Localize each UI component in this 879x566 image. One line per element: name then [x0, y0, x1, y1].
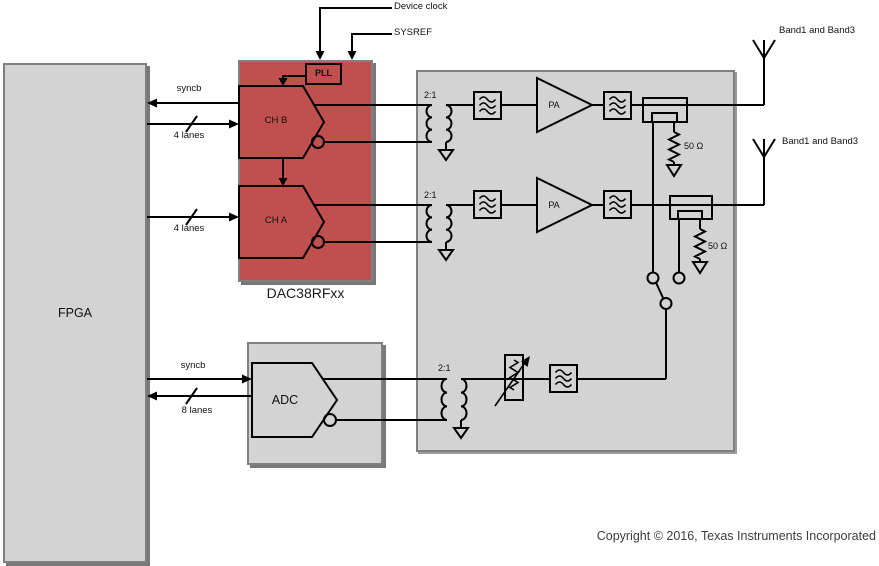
- pa-b-label: PA: [548, 100, 560, 110]
- antenna-a: [752, 138, 776, 205]
- adc-lanes-arrow: [147, 387, 252, 405]
- copyright-text: Copyright © 2016, Texas Instruments Inco…: [596, 529, 876, 543]
- filter-fb-icon: [549, 364, 578, 393]
- sysref-label: SYSREF: [394, 27, 433, 38]
- fpga-block: [3, 63, 147, 563]
- dac-part-label: DAC38RFxx: [266, 285, 345, 301]
- antenna-b-label: Band1 and Band3: [779, 25, 856, 36]
- adc-inverted-input-bubble: [323, 413, 337, 427]
- pll-label: PLL: [315, 68, 332, 78]
- rf-frontend-block: [416, 70, 735, 452]
- antenna-a-label: Band1 and Band3: [782, 136, 859, 147]
- chb-to-cha-arrow: [278, 158, 288, 186]
- ground-balun-a: [437, 249, 455, 262]
- pa-a-symbol: [536, 176, 595, 234]
- antenna-b: [752, 39, 776, 105]
- balun-b-ratio-label: 2:1: [424, 90, 437, 100]
- adc-block: [251, 362, 339, 438]
- ground-balun-b: [437, 149, 455, 162]
- dac-block: [238, 60, 373, 282]
- filter-a2-icon: [603, 190, 632, 219]
- balun-a: [425, 204, 474, 262]
- ground-load-a: [691, 261, 709, 275]
- load-a-label: 50 Ω: [708, 241, 728, 251]
- ground-load-b: [665, 164, 683, 178]
- filter-a1-icon: [473, 190, 502, 219]
- load-resistor-b: [665, 122, 683, 178]
- ch-a-lanes-label: 4 lanes: [173, 223, 205, 234]
- ch-b-lanes-arrow: [147, 115, 239, 133]
- filter-b1-icon: [473, 91, 502, 120]
- cha-inverted-output-bubble: [311, 235, 325, 249]
- balun-b: [425, 104, 474, 162]
- adc-label: ADC: [271, 393, 299, 407]
- pa-b-symbol: [536, 76, 595, 134]
- dac-chb-output-lines: [314, 104, 432, 143]
- balun-a-ratio-label: 2:1: [424, 190, 437, 200]
- pll-to-chb-arrow: [278, 75, 306, 86]
- adc-lanes-label: 8 lanes: [181, 405, 213, 416]
- coupler-a: [669, 195, 713, 273]
- dac-cha-output-lines: [314, 204, 432, 243]
- ch-a-lanes-arrow: [147, 208, 239, 226]
- rf-switch: [646, 271, 686, 379]
- pll-box: [305, 63, 342, 85]
- coupler-b: [642, 97, 688, 273]
- syncb-adc-label: syncb: [180, 360, 206, 371]
- syncb-adc-arrow: [147, 374, 252, 384]
- syncb-dac-arrow: [147, 98, 239, 108]
- device-clock-label: Device clock: [394, 1, 448, 12]
- syncb-dac-label: syncb: [176, 83, 202, 94]
- device-clock-arrow: [315, 7, 392, 60]
- ch-b-lanes-label: 4 lanes: [173, 130, 205, 141]
- variable-attenuator: [494, 354, 530, 407]
- adc-input-lines: [323, 378, 447, 421]
- ch-a-label: CH A: [264, 215, 288, 226]
- load-b-label: 50 Ω: [684, 141, 704, 151]
- fpga-label: FPGA: [57, 306, 93, 320]
- balun-fb-ratio-label: 2:1: [438, 363, 451, 373]
- chb-inverted-output-bubble: [311, 135, 325, 149]
- balun-fb: [440, 378, 470, 440]
- ground-balun-fb: [452, 427, 470, 440]
- pa-a-label: PA: [548, 200, 560, 210]
- ch-b-label: CH B: [264, 115, 288, 126]
- filter-b2-icon: [603, 91, 632, 120]
- load-resistor-a: [691, 219, 709, 275]
- sysref-arrow: [347, 33, 392, 60]
